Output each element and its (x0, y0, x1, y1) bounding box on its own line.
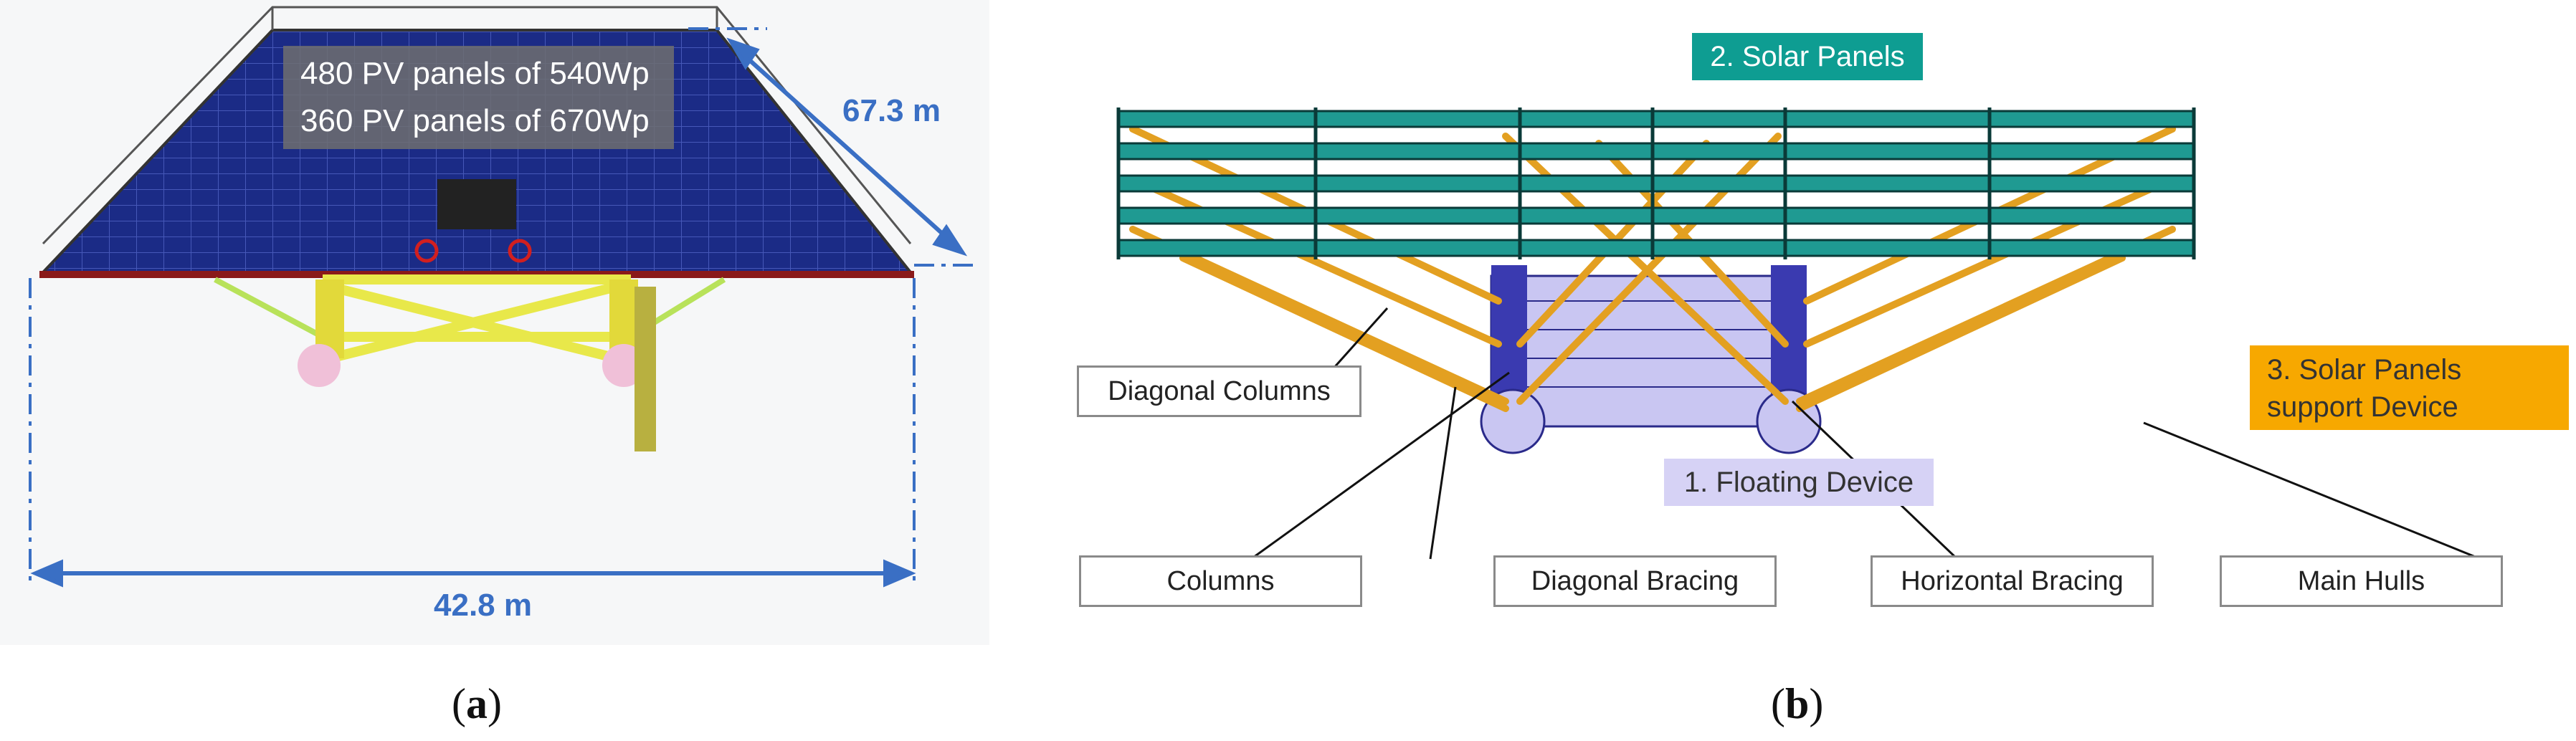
caption-a: (a) (452, 680, 502, 727)
solar-panel-frame (1117, 110, 2195, 257)
label-main-hulls: Main Hulls (2220, 555, 2503, 607)
width-dimension: 42.8 m (434, 588, 532, 623)
solar-panels-tag: 2. Solar Panels (1692, 33, 1923, 80)
floating-device (1480, 265, 1822, 454)
floating-device-tag: 1. Floating Device (1664, 459, 1934, 506)
support-device-line-2: support Device (2267, 391, 2458, 423)
label-diagonal-columns: Diagonal Columns (1077, 365, 1361, 417)
label-columns: Columns (1079, 555, 1362, 607)
support-device-tag: 3. Solar Panels support Device (2250, 345, 2569, 430)
caption-b: (b) (1771, 680, 1824, 727)
caption-b-letter: b (1784, 680, 1810, 727)
length-dimension: 67.3 m (842, 93, 941, 128)
overlay-line-1: 480 PV panels of 540Wp (300, 56, 650, 91)
label-diagonal-bracing: Diagonal Bracing (1493, 555, 1777, 607)
pv-deck (43, 30, 911, 272)
overlay-line-2: 360 PV panels of 670Wp (300, 103, 650, 138)
pv-panel-count-overlay: 480 PV panels of 540Wp 360 PV panels of … (283, 46, 674, 149)
caption-a-letter: a (465, 680, 488, 727)
support-device-line-1: 3. Solar Panels (2267, 354, 2462, 386)
label-horizontal-bracing: Horizontal Bracing (1871, 555, 2154, 607)
structure-diagram (1116, 107, 2481, 560)
